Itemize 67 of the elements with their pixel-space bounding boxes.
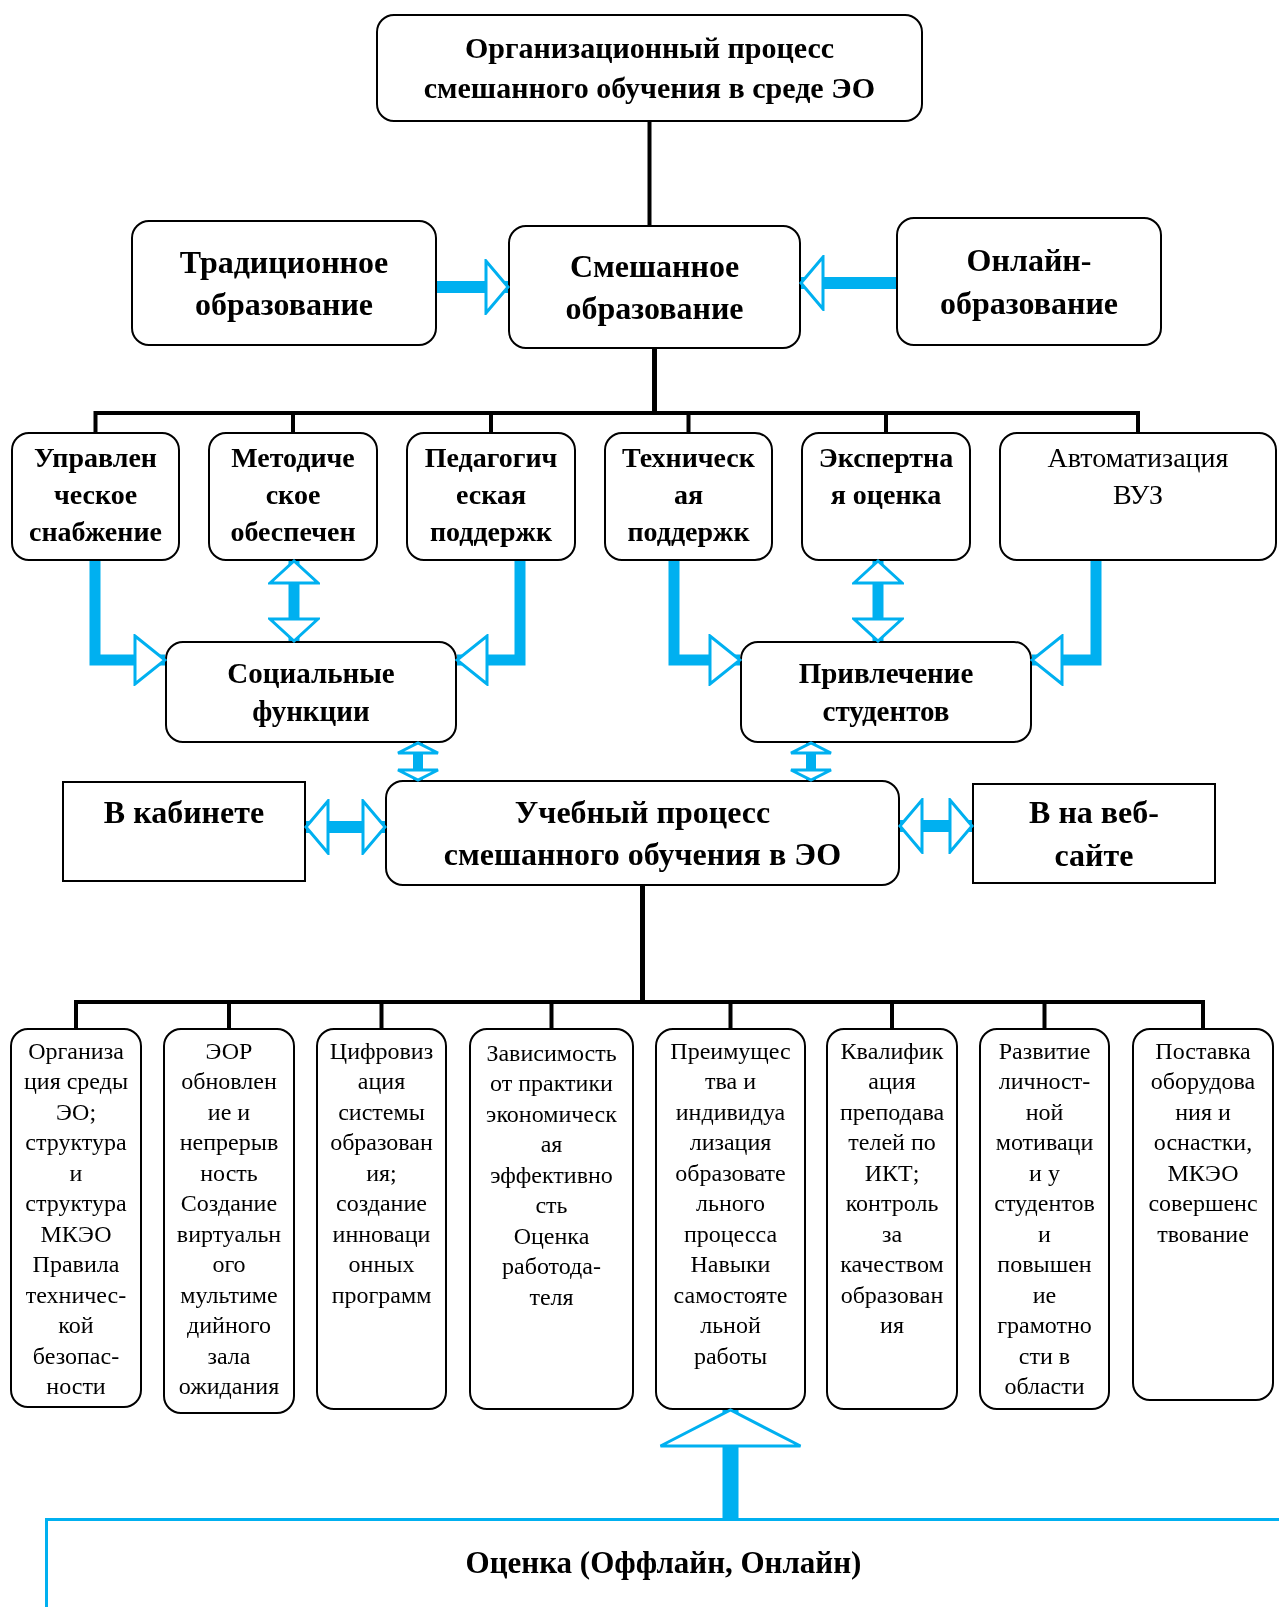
block-arrow	[437, 259, 510, 315]
box-label: Учебный процесс смешанного обучения в ЭО	[442, 792, 843, 874]
box-label: Организационный процесс смешанного обучения в среде ЭО	[422, 30, 877, 106]
box-label: Оценка работода- теля	[501, 1221, 602, 1312]
box-label: Онлайн-образование	[939, 241, 1119, 323]
box-label: Поставка оборудова ния и оснастки, МКЭО совершенс твование	[1147, 1037, 1259, 1249]
box-label: Оценка (Оффлайн, Онлайн)	[465, 1544, 862, 1582]
box-label: В кабинете	[103, 793, 265, 832]
box-label: Управлен ческое снабжение	[28, 441, 163, 549]
rounded-box	[604, 432, 773, 561]
block-arrow	[852, 559, 904, 643]
block-arrow	[304, 799, 387, 855]
box-label: Экспертна я оценка	[817, 441, 955, 512]
block-arrow	[1030, 561, 1102, 686]
box-label: Развитие личност- ной мотиваци и у студентов и повышен ие грамотно сти в области	[993, 1037, 1096, 1402]
box-label: Создание виртуальн ого мультиме дийного зала ожидания	[175, 1189, 283, 1402]
box-label: Смешанное образование	[564, 246, 745, 328]
box-label: Традиционное образование	[178, 242, 390, 324]
rectangle-node	[62, 781, 306, 882]
rounded-box	[131, 220, 437, 346]
box-label: Привлечение студентов	[797, 655, 975, 729]
connector-line	[647, 122, 652, 225]
box-label: Правила техничес- кой безопас- ности	[24, 1250, 128, 1402]
block-arrow	[455, 561, 526, 686]
rounded-box	[10, 1028, 142, 1408]
box-label: Организа ция среды ЭО; структура и структура МКЭО	[22, 1037, 130, 1249]
connector-line	[652, 349, 1140, 432]
box-label: В на веб-сайте	[1028, 793, 1160, 875]
block-arrow	[396, 741, 440, 782]
box-label: Педагогич еская поддержк	[423, 441, 559, 549]
rounded-box	[896, 217, 1162, 346]
rounded-box	[1132, 1028, 1274, 1401]
rounded-box	[165, 641, 457, 743]
rounded-box	[385, 780, 900, 886]
block-arrow	[789, 741, 833, 782]
block-arrow	[659, 1408, 802, 1518]
block-arrow	[268, 559, 320, 643]
box-label: Навыки самостояте льной работы	[672, 1250, 789, 1371]
rounded-box	[376, 14, 923, 122]
rounded-box	[655, 1028, 806, 1410]
rectangle-node	[972, 783, 1216, 884]
box-label: Техническ ая поддержк	[621, 441, 756, 549]
block-arrow	[89, 561, 167, 686]
block-arrow	[799, 255, 896, 311]
box-label: Квалифик ация преподава телей по ИКТ; контроль за качеством образован ия	[838, 1037, 946, 1341]
box-label: Зависимость от практики экономическ ая эффективно сть	[485, 1039, 618, 1221]
box-label: Социальные функции	[226, 655, 396, 729]
rounded-box	[826, 1028, 958, 1410]
rounded-box	[740, 641, 1032, 743]
box-label: Автоматизация ВУЗ	[1046, 441, 1230, 512]
rounded-box	[11, 432, 180, 561]
rounded-box	[999, 432, 1277, 561]
rounded-box	[163, 1028, 295, 1414]
rounded-box	[508, 225, 801, 349]
rounded-box	[801, 432, 971, 561]
block-arrow	[668, 561, 742, 686]
box-label: Цифровиз ация системы образован ия; создание инноваци онных программ	[328, 1037, 435, 1310]
box-label: Методиче ское обеспечен	[229, 441, 357, 549]
rounded-box	[208, 432, 378, 561]
rounded-box	[979, 1028, 1110, 1410]
rounded-box	[316, 1028, 447, 1410]
rounded-box	[406, 432, 576, 561]
assessment-panel	[45, 1518, 1279, 1607]
box-label: Преимущес тва и индивидуа лизация образовате льного процесса	[669, 1037, 792, 1249]
block-arrow	[898, 798, 974, 854]
rounded-box	[469, 1028, 634, 1410]
box-label: ЭОР обновлен ие и непрерыв ность	[178, 1037, 280, 1188]
